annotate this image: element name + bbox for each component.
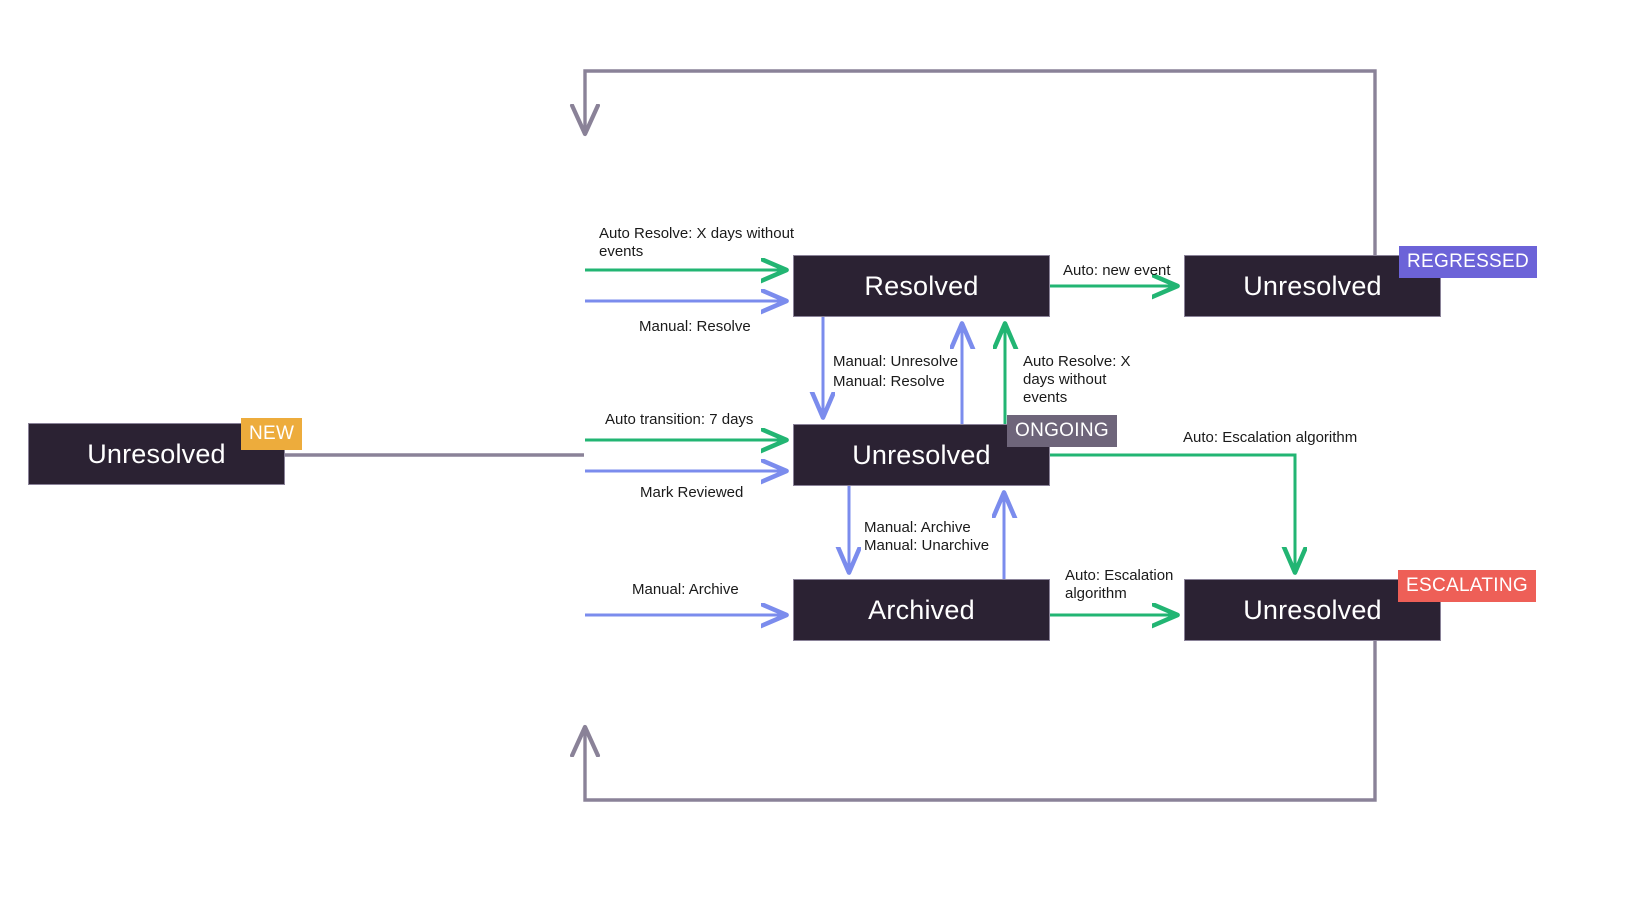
state-label: Unresolved <box>87 438 226 469</box>
edge-label-auto-resolve-top-line2: events <box>599 243 644 260</box>
edge-label-manual-archive-2: Manual: Archive <box>864 519 971 536</box>
status-badge-regressed: REGRESSED <box>1399 246 1538 278</box>
edge-label-manual-unresolve: Manual: Unresolve <box>833 353 959 370</box>
edge-auto-escalation-top <box>1050 453 1295 572</box>
edge-label-auto-escalation-bottom-line1: Auto: Escalation <box>1065 567 1174 584</box>
edge-label-auto-transition-7days: Auto transition: 7 days <box>605 411 754 428</box>
status-badge-ongoing: ONGOING <box>1007 415 1117 447</box>
edge-label-auto-escalation-top: Auto: Escalation algorithm <box>1183 429 1358 446</box>
status-badge-new: NEW <box>241 418 303 450</box>
edge-label-manual-archive: Manual: Archive <box>632 581 739 598</box>
state-node-resolved[interactable]: Resolved <box>793 255 1050 317</box>
edge-label-manual-unarchive: Manual: Unarchive <box>864 537 990 554</box>
edge-label-manual-resolve: Manual: Resolve <box>639 318 751 335</box>
edge-regressed-loopback <box>585 69 1377 255</box>
edge-escalating-loopback <box>585 641 1377 802</box>
state-label: Unresolved <box>852 439 991 470</box>
edge-label-auto-new-event: Auto: new event <box>1063 262 1171 279</box>
state-node-archived[interactable]: Archived <box>793 579 1050 641</box>
status-badge-escalating: ESCALATING <box>1398 570 1536 602</box>
edge-label-auto-resolve-top-line1: Auto Resolve: X days without <box>599 225 795 242</box>
state-label: Unresolved <box>1243 270 1382 301</box>
edge-label-mark-reviewed: Mark Reviewed <box>640 484 744 501</box>
edge-label-manual-resolve-2: Manual: Resolve <box>833 373 945 390</box>
edge-label-auto-resolve-mid-line2: days without <box>1023 371 1107 388</box>
edge-label-auto-escalation-bottom-line2: algorithm <box>1065 585 1127 602</box>
edge-label-auto-resolve-mid-line1: Auto Resolve: X <box>1023 353 1131 370</box>
state-label: Resolved <box>864 270 979 301</box>
state-label: Archived <box>868 594 975 625</box>
state-node-regressed-unresolved[interactable]: Unresolved <box>1184 255 1441 317</box>
state-label: Unresolved <box>1243 594 1382 625</box>
edge-label-auto-resolve-mid-line3: events <box>1023 389 1068 406</box>
